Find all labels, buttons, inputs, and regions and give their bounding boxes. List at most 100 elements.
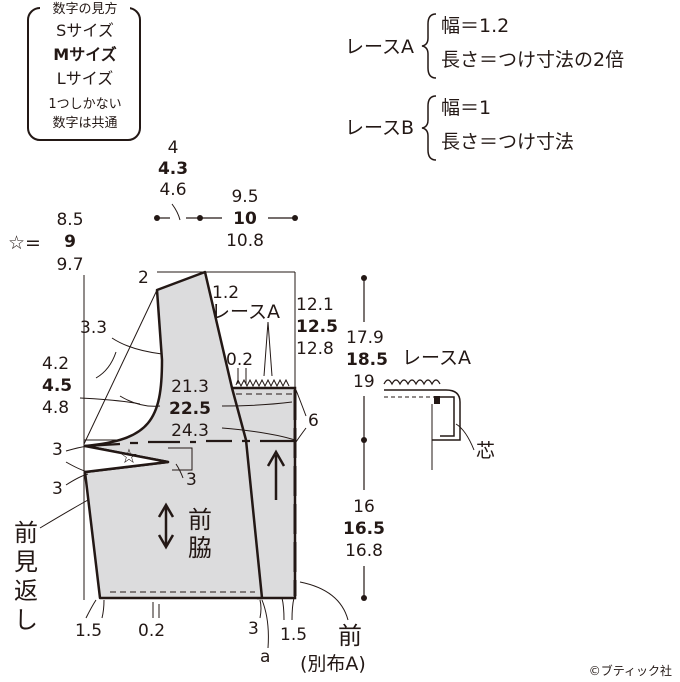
leader-dart [65, 461, 89, 473]
star-l: 9.7 [56, 255, 83, 275]
lace-b-length: 長さ＝つけ寸法 [441, 131, 574, 153]
leader-bottom-left [85, 599, 105, 619]
lower-dim: 16 16.5 16.8 [343, 440, 385, 601]
star-mark: ☆ [120, 444, 138, 468]
legend-s: Sサイズ [56, 21, 114, 40]
side-front-char: 脇 [188, 534, 212, 562]
fabric-fold [432, 389, 461, 441]
star-symbol: ☆= [8, 232, 41, 254]
leader-dart [65, 445, 89, 452]
lace-b-spec: レースB 幅＝1 長さ＝つけ寸法 [345, 95, 574, 161]
shoulder-width-m: 10 [233, 209, 257, 229]
dart-box [168, 447, 193, 471]
star-s: 8.5 [56, 210, 83, 230]
leader-bottom-3 [259, 599, 262, 619]
interfacing-rect [440, 396, 455, 437]
legend-note-1: 1つしかない [48, 97, 121, 112]
front-side-piece [85, 272, 262, 598]
neck-width-s: 4 [168, 138, 179, 158]
shoulder-width-dim: 9.5 10 10.8 [200, 187, 298, 251]
leader-bottom-a [261, 599, 269, 649]
lower-m: 16.5 [343, 519, 385, 539]
leader-facing [39, 499, 89, 529]
legend-l: Lサイズ [57, 69, 113, 88]
detail-illustration: レースA 芯 [383, 347, 495, 470]
lace-a-label: レースA [345, 36, 414, 58]
leader-bottom-15 [281, 597, 295, 621]
copyright: ©ブティック社 [589, 663, 672, 678]
front-side-outline [83, 270, 264, 600]
front-title: 前 [338, 622, 362, 650]
neck-width-l: 4.6 [159, 180, 186, 200]
leader-dart [65, 473, 89, 486]
leader-dart-inner [175, 463, 184, 479]
dim-leader [171, 203, 181, 221]
lace-stitch [235, 378, 290, 388]
dim-dart-upper: 3 [52, 440, 63, 460]
leader-width [221, 427, 296, 441]
lower-l: 16.8 [345, 541, 383, 561]
lace-a-brace [421, 13, 437, 79]
total-m: 18.5 [346, 350, 388, 370]
knot [434, 396, 440, 404]
lace-b-width: 幅＝1 [441, 97, 491, 119]
facing-label: 前 見 返 し [14, 499, 89, 634]
dim-shoulder: 1.2 [212, 283, 239, 303]
lace-b-brace [421, 95, 437, 161]
leader-front [299, 581, 349, 621]
lower-s: 16 [353, 497, 375, 517]
lace-a-width: 幅＝1.2 [441, 15, 509, 37]
upper-dim: 12.1 12.5 12.8 [296, 295, 338, 359]
dim-dot [361, 595, 367, 601]
armhole-drop-s: 4.2 [42, 354, 69, 374]
grain-arrow-side [157, 502, 175, 550]
dim-dart-inner: 3 [186, 470, 197, 490]
dim-bottom-left: 1.5 [75, 621, 102, 641]
guide-line [83, 289, 158, 445]
neck-width-dim: 4 4.3 4.6 [154, 138, 203, 221]
width-s: 21.3 [171, 377, 209, 397]
facing-char: し [14, 606, 38, 634]
width-l: 24.3 [171, 421, 209, 441]
neck-width-m: 4.3 [158, 159, 188, 179]
total-s: 17.9 [346, 328, 384, 348]
leader-lace [263, 321, 273, 377]
shoulder-width-s: 9.5 [231, 187, 258, 207]
leader-side [295, 389, 307, 443]
side-front-char: 前 [188, 506, 212, 534]
leader-armhole [95, 351, 117, 379]
upper-l: 12.8 [296, 339, 334, 359]
legend-title-bg [40, 0, 130, 16]
star-size: ☆= 8.5 9 9.7 [8, 210, 84, 275]
facing-char: 返 [14, 577, 38, 605]
side-front-label: 前 脇 [188, 506, 212, 562]
width-dim: 21.3 22.5 24.3 [119, 377, 296, 441]
leader-interfacing [455, 423, 475, 451]
armhole-drop-m: 4.5 [42, 376, 72, 396]
dart [84, 444, 170, 474]
armhole-drop-dim: 4.2 4.5 4.8 [42, 351, 141, 418]
lace-a-spec: レースA 幅＝1.2 長さ＝つけ寸法の2倍 [345, 13, 624, 79]
dim-bottom-3: 3 [248, 619, 259, 639]
interfacing-label: 芯 [476, 440, 495, 462]
leader-armhole [79, 397, 141, 405]
dim-dot [292, 215, 298, 221]
dash-dot-line [84, 439, 295, 448]
legend-title: 数字の見方 [52, 1, 117, 17]
width-m: 22.5 [169, 399, 211, 419]
leader-bottom-gap [152, 602, 160, 618]
detail-lace-label: レースA [402, 347, 471, 369]
facing-char: 見 [14, 548, 38, 576]
upper-m: 12.5 [296, 317, 338, 337]
leader-width [119, 395, 293, 407]
dim-neck-curve: 3.3 [80, 318, 107, 338]
facing-char: 前 [14, 519, 38, 547]
upper-s: 12.1 [296, 295, 334, 315]
front-subtitle: (別布A) [300, 653, 366, 675]
dim-side: 6 [308, 411, 319, 431]
dim-bottom-a: a [260, 647, 270, 667]
armhole-drop-l: 4.8 [42, 398, 69, 418]
dim-top-2: 2 [138, 268, 149, 288]
dim-lace-gap: 0.2 [226, 350, 253, 370]
